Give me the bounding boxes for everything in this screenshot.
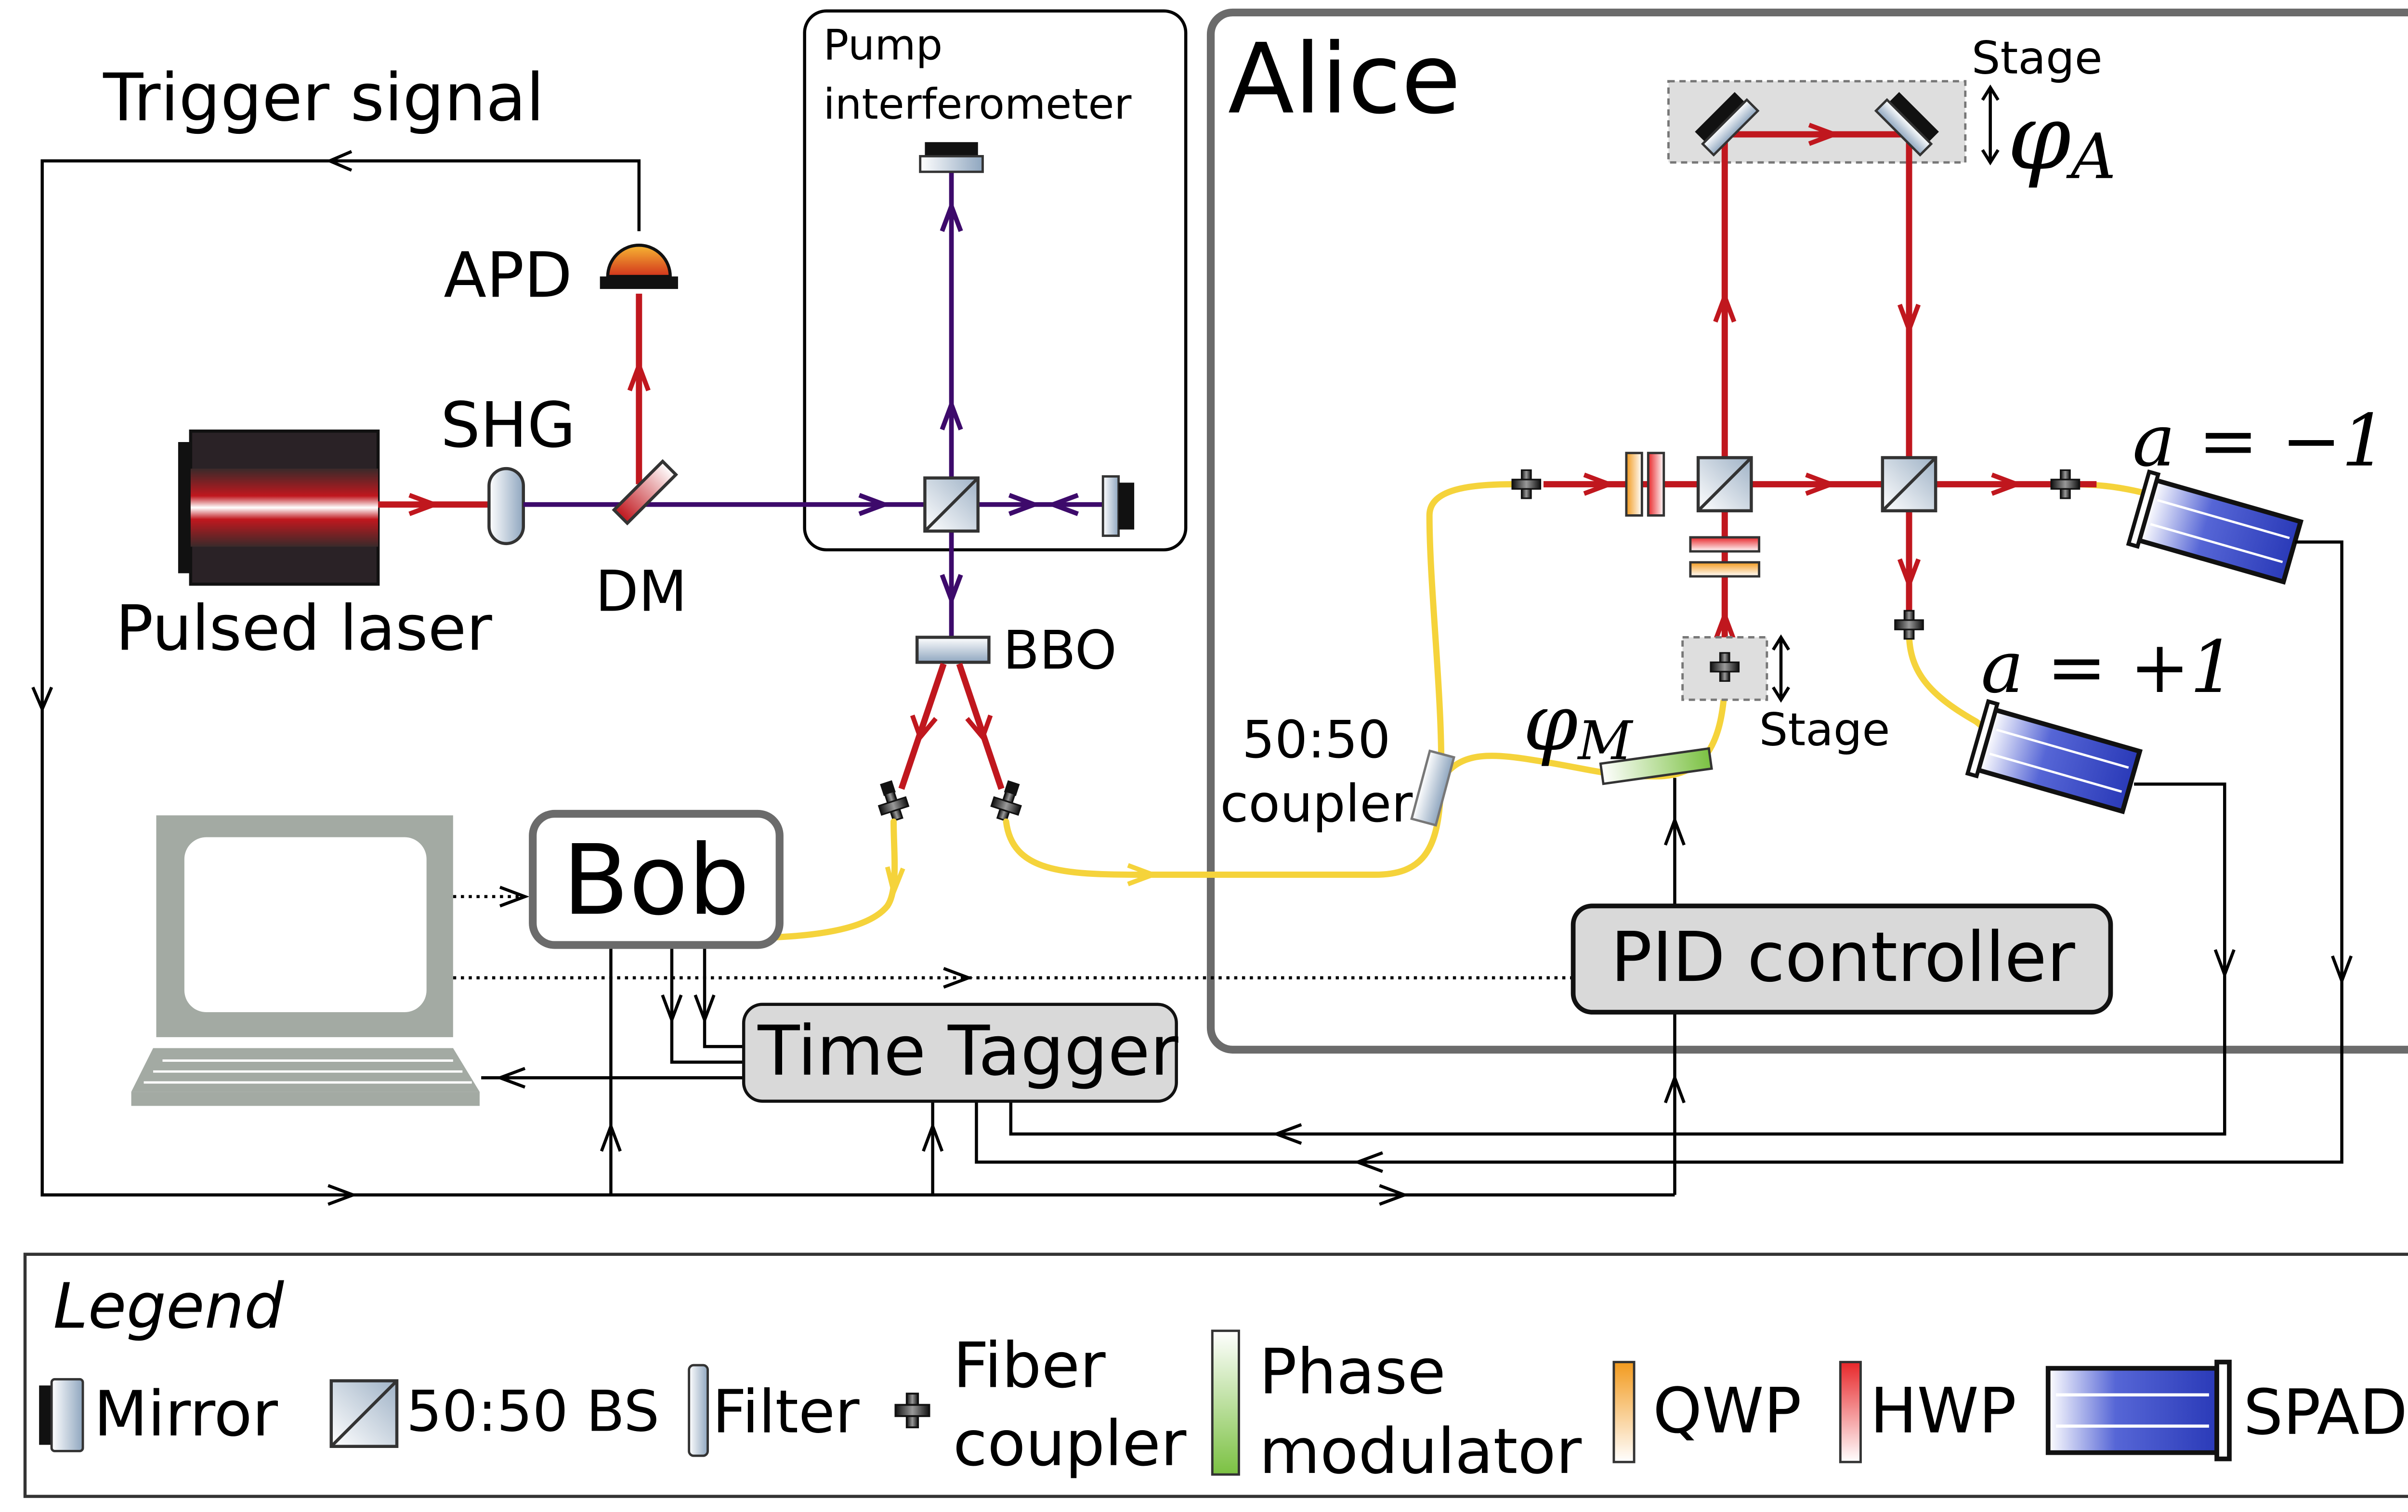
legend-hwp-label: HWP bbox=[1870, 1375, 2016, 1447]
time-tagger-label: Time Tagger bbox=[757, 1011, 1178, 1091]
stage-bottom-label: Stage bbox=[1759, 704, 1890, 756]
trigger-signal-label: Trigger signal bbox=[103, 60, 544, 136]
legend-spad-label: SPAD bbox=[2243, 1376, 2408, 1449]
pump-mirror-right bbox=[1101, 475, 1135, 537]
alice-output-coupler-right bbox=[2050, 469, 2081, 499]
coupler-label-line1: 50:50 bbox=[1242, 710, 1390, 770]
phi-a-symbol: φA bbox=[2007, 85, 2116, 193]
bbo-crystal bbox=[915, 636, 991, 664]
pump-mirror-top bbox=[919, 142, 984, 173]
dichroic-mirror bbox=[612, 459, 679, 526]
legend-hwp-icon bbox=[1839, 1361, 1862, 1463]
legend-fiber-coupler-label-line1: Fiber bbox=[953, 1329, 1106, 1402]
alice-red-beams bbox=[1543, 131, 2097, 649]
stage-mirror-left bbox=[1695, 92, 1760, 157]
shg-label: SHG bbox=[441, 389, 576, 462]
time-tagger-box bbox=[742, 1003, 1178, 1103]
pid-controller-label: PID controller bbox=[1610, 917, 2075, 997]
pump-beamsplitter bbox=[923, 476, 980, 533]
fibers bbox=[773, 481, 2162, 940]
dm-label: DM bbox=[595, 559, 687, 624]
alice-fiber-coupler bbox=[987, 780, 1025, 825]
pump-interferometer-label-line1: Pump bbox=[824, 20, 943, 69]
a-plus-label: a = +1 bbox=[1981, 626, 2236, 709]
legend-fiber-coupler-icon bbox=[894, 1393, 930, 1429]
bob-label: Bob bbox=[563, 824, 750, 937]
alice-label: Alice bbox=[1228, 23, 1461, 136]
alice-hwp-vertical bbox=[1689, 536, 1761, 553]
bob-box bbox=[529, 809, 784, 949]
legend-bs-label: 50:50 BS bbox=[406, 1379, 659, 1444]
trigger-signal-line bbox=[31, 150, 1675, 1206]
spad-a-plus bbox=[1965, 699, 2143, 815]
signal-lines bbox=[481, 540, 2353, 1195]
spad-a-minus bbox=[2126, 469, 2304, 585]
legend-fiber-coupler-label-line2: coupler bbox=[953, 1408, 1187, 1480]
computer-icon bbox=[131, 815, 480, 1106]
phase-modulator bbox=[1599, 747, 1713, 785]
alice-hwp-horizontal bbox=[1647, 452, 1665, 517]
alice-box bbox=[1206, 8, 2408, 1054]
shg-crystal bbox=[487, 467, 525, 546]
legend-filter-icon bbox=[688, 1364, 709, 1457]
bob-fiber-coupler bbox=[875, 780, 912, 825]
alice-output-coupler-down bbox=[1894, 610, 1924, 640]
alice-qwp-vertical bbox=[1689, 561, 1761, 578]
apd-detector bbox=[600, 244, 678, 289]
alice-beamsplitter-left bbox=[1696, 456, 1753, 512]
legend-bs-icon bbox=[329, 1379, 399, 1448]
pid-controller-box bbox=[1570, 903, 2113, 1015]
legend-qwp-label: QWP bbox=[1653, 1375, 1802, 1447]
pump-interferometer-box bbox=[803, 9, 1188, 552]
legend-title: Legend bbox=[53, 1270, 284, 1343]
legend-qwp-icon bbox=[1612, 1361, 1636, 1463]
pulsed-laser bbox=[178, 430, 380, 586]
bbo-label: BBO bbox=[1003, 620, 1117, 681]
apd-label: APD bbox=[444, 239, 572, 312]
a-minus-label: a = −1 bbox=[2133, 399, 2387, 483]
stage-mirror-right bbox=[1874, 92, 1939, 157]
stage-top-double-arrow bbox=[1981, 84, 2000, 166]
legend-box bbox=[23, 1252, 2408, 1498]
pulsed-laser-label: Pulsed laser bbox=[116, 592, 492, 665]
fiber-50-50-coupler bbox=[1410, 749, 1456, 827]
phi-m-symbol: φM bbox=[1523, 678, 1634, 772]
alice-beamsplitter-right bbox=[1881, 456, 1937, 512]
legend-spad-icon bbox=[2045, 1359, 2232, 1461]
legend-phase-modulator-icon bbox=[1211, 1330, 1240, 1476]
pump-interferometer-label-line2: interferometer bbox=[824, 80, 1132, 129]
alice-input-fiber-coupler bbox=[1511, 469, 1542, 499]
stage-bottom-double-arrow bbox=[1772, 634, 1790, 703]
legend-phase-modulator-label-line2: modulator bbox=[1259, 1415, 1582, 1488]
alice-qwp-horizontal bbox=[1625, 452, 1643, 517]
coupler-label-line2: coupler bbox=[1220, 774, 1413, 834]
dotted-links bbox=[453, 895, 1572, 979]
legend-mirror-icon bbox=[39, 1378, 84, 1452]
legend-phase-modulator-label-line1: Phase bbox=[1259, 1335, 1446, 1408]
stage-top-label: Stage bbox=[1972, 32, 2103, 84]
legend-mirror-label: Mirror bbox=[94, 1378, 278, 1450]
legend-filter-label: Filter bbox=[712, 1378, 860, 1447]
